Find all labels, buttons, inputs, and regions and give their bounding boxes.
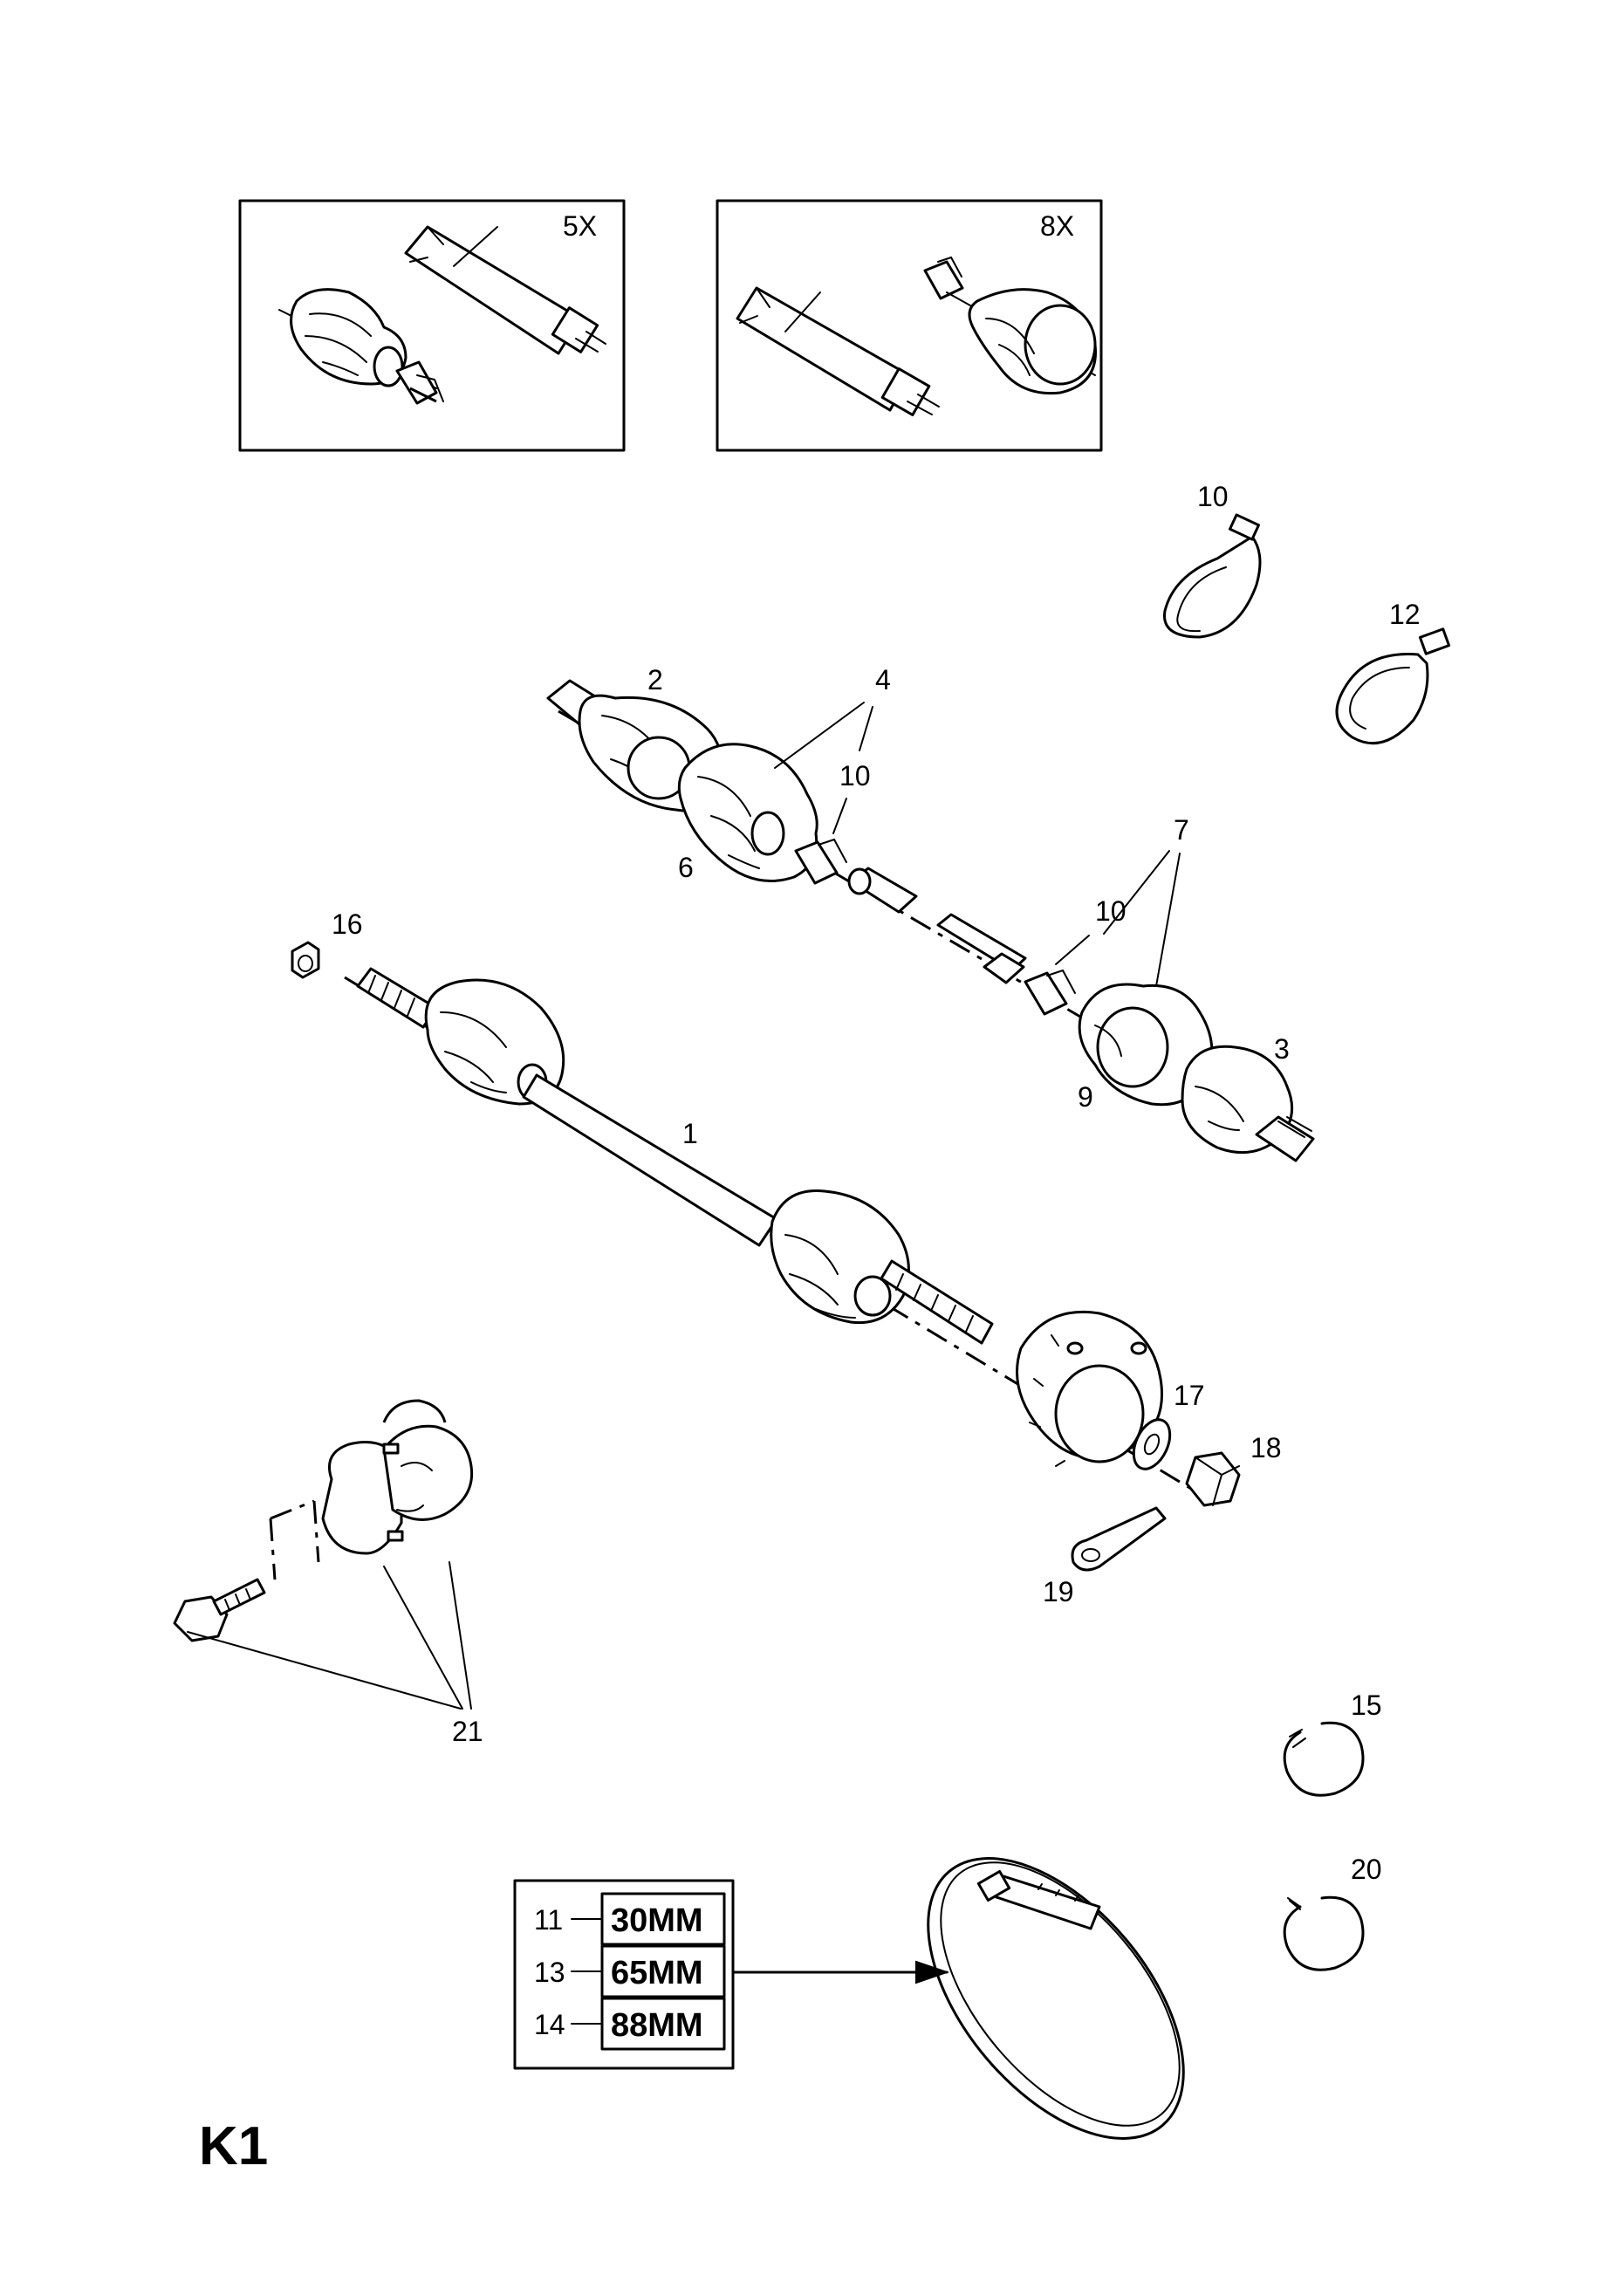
washer-17: 17 [1132, 1380, 1205, 1470]
washer-16: 16 [291, 908, 363, 979]
clamp-size-table: 11 13 14 30MM 65MM 88MM [513, 1879, 950, 2070]
kit-box-8x: 8X [716, 199, 1103, 452]
clamp-row-1-number: 11 [534, 1904, 563, 1936]
callout-21: 21 [452, 1716, 483, 1747]
callout-9: 9 [1078, 1081, 1093, 1113]
callout-10-top: 10 [1197, 481, 1229, 512]
band-clamp-large [927, 1857, 1185, 2140]
clamp-row-3-size: 88MM [611, 2007, 703, 2044]
bearing-bracket-21: 21 [173, 1399, 483, 1747]
clamp-row-2-size: 65MM [611, 1955, 703, 1991]
callout-15: 15 [1351, 1689, 1382, 1721]
castle-nut-18: 18 [1185, 1432, 1282, 1507]
kit-box-5x: 5X [238, 199, 626, 452]
callout-18: 18 [1250, 1432, 1282, 1463]
callout-19: 19 [1043, 1576, 1074, 1607]
clamp-row-1-size: 30MM [611, 1902, 703, 1939]
kit-5x-label: 5X [563, 210, 597, 242]
kit-8x-label: 8X [1040, 210, 1074, 242]
callout-7: 7 [1174, 814, 1189, 846]
hub-assembly [1016, 1310, 1163, 1467]
grease-tube-icon [736, 286, 940, 416]
circlip-20: 20 [1283, 1854, 1382, 1971]
grease-tube-icon [404, 225, 606, 355]
band-clamp-10: 10 [1163, 481, 1262, 639]
page-code: K1 [199, 2116, 268, 2176]
callout-2: 2 [647, 664, 663, 696]
callout-12: 12 [1389, 599, 1421, 630]
clamp-row-2-number: 13 [534, 1957, 565, 1988]
circlip-15: 15 [1283, 1689, 1382, 1797]
callout-16: 16 [332, 908, 363, 940]
clip-icon [395, 360, 444, 405]
inner-joint-assembly: 2 6 4 10 10 7 9 [546, 664, 1315, 1162]
callout-3: 3 [1274, 1033, 1290, 1065]
callout-20: 20 [1351, 1854, 1382, 1885]
callout-6: 6 [678, 852, 694, 883]
clip-icon [923, 256, 964, 300]
boot-icon [946, 288, 1097, 395]
arrow-head-icon [915, 1960, 950, 1984]
cotter-pin-19: 19 [1043, 1506, 1167, 1607]
drive-shaft-1: 1 [344, 967, 1205, 1498]
callout-4: 4 [875, 664, 891, 696]
callout-17: 17 [1174, 1380, 1205, 1411]
clamp-row-3-number: 14 [534, 2009, 565, 2040]
band-clamp-12: 12 [1335, 599, 1451, 745]
callout-1: 1 [682, 1118, 698, 1149]
callout-10-mid: 10 [839, 760, 871, 792]
